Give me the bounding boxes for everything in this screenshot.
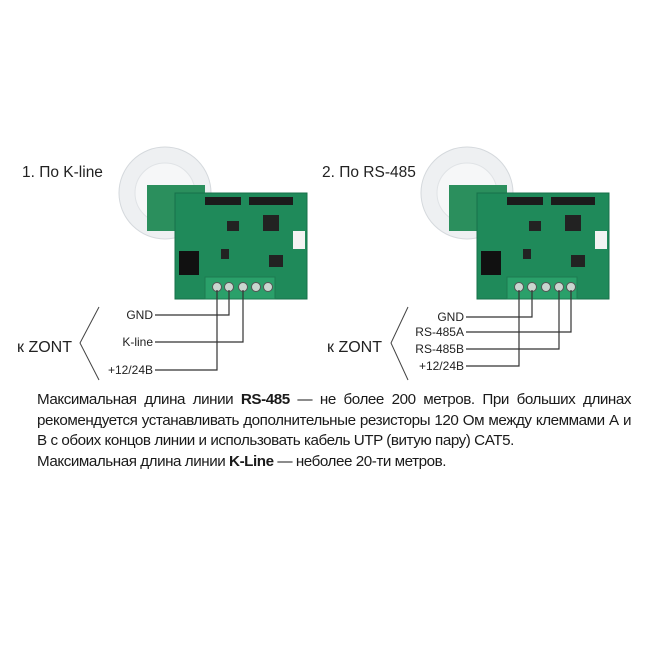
wire-label-kline: K-line: [122, 335, 153, 349]
device-kline: [118, 146, 308, 300]
note-rs485: Максимальная длина линии RS-485 — не бол…: [37, 391, 631, 449]
wires-rs485: [466, 290, 572, 367]
diagram-title-rs485: 2. По RS-485: [322, 164, 416, 181]
target-label-kline: к ZONT: [17, 339, 72, 356]
wire-label-power: +12/24В: [419, 359, 464, 373]
wires-kline: [155, 290, 244, 371]
target-label-rs485: к ZONT: [327, 339, 382, 356]
wire-label-gnd: GND: [437, 310, 464, 324]
wire-label-power: +12/24В: [108, 363, 153, 377]
wire-label-rs485a: RS-485A: [415, 325, 464, 339]
wire-label-gnd: GND: [126, 308, 153, 322]
diagram-title-kline: 1. По K-line: [22, 164, 103, 181]
device-rs485: [420, 146, 610, 300]
brace-rs485: [390, 306, 409, 381]
note-kline: Максимальная длина линии K-Line — неболе…: [37, 452, 446, 470]
brace-kline: [79, 306, 100, 381]
wire-label-rs485b: RS-485B: [415, 342, 464, 356]
notes: Максимальная длина линии RS-485 — не бол…: [37, 390, 631, 472]
